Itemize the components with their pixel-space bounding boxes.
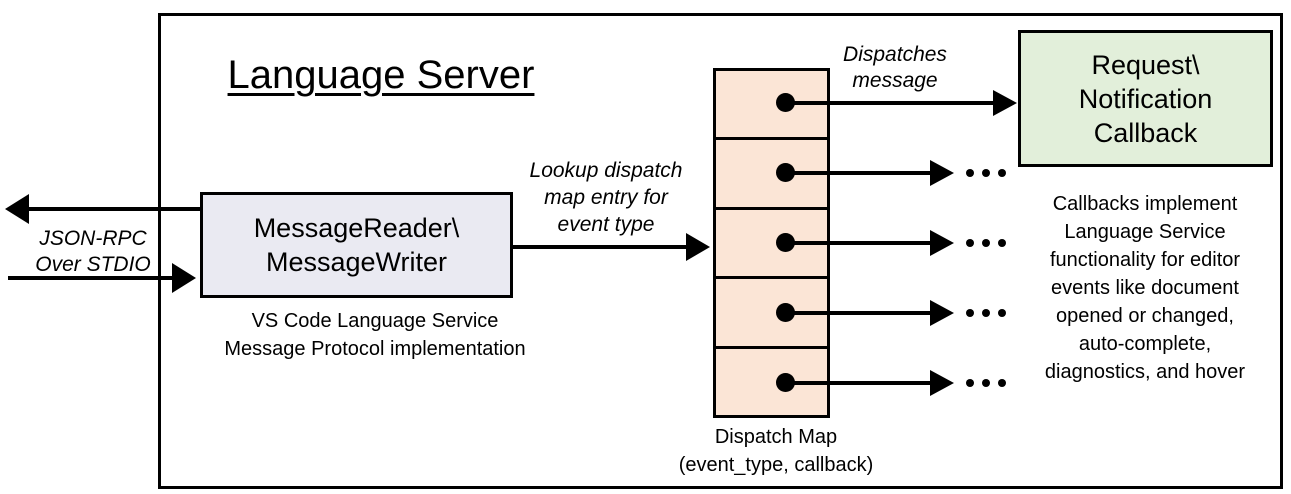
dispatch-arrowhead-icon bbox=[993, 90, 1017, 116]
callbacks-note-line5: opened or changed, bbox=[1056, 305, 1234, 327]
ellipsis-icon bbox=[966, 239, 1006, 247]
dispatches-label-line1: Dispatches bbox=[843, 43, 947, 66]
dispatch-cell bbox=[716, 206, 827, 276]
stdio-in-arrow-shaft bbox=[8, 276, 174, 280]
dispatch-arrow-shaft bbox=[785, 311, 932, 315]
dispatch-entry-arrow-1 bbox=[776, 88, 1031, 118]
lookup-arrow-shaft bbox=[513, 245, 688, 249]
dispatch-arrowhead-icon bbox=[930, 370, 954, 396]
diagram-title: Language Server bbox=[227, 53, 535, 97]
callbacks-note-line6: auto-complete, bbox=[1078, 333, 1212, 355]
message-box-caption: VS Code Language Service Message Protoco… bbox=[175, 307, 575, 363]
dispatch-cell bbox=[716, 345, 827, 415]
callbacks-note-line7: diagnostics, and hover bbox=[1044, 361, 1246, 383]
stdio-out-arrow-shaft bbox=[28, 207, 200, 211]
message-box-caption-line1: VS Code Language Service bbox=[251, 310, 499, 332]
dispatch-entry-arrow-2 bbox=[776, 158, 1031, 188]
dispatch-arrow-shaft bbox=[785, 381, 932, 385]
request-notification-callback-box: Request\ Notification Callback bbox=[1018, 30, 1273, 167]
dispatch-arrowhead-icon bbox=[930, 230, 954, 256]
jsonrpc-label-line1: JSON-RPC bbox=[39, 227, 147, 250]
dispatch-arrowhead-icon bbox=[930, 300, 954, 326]
dispatch-arrow-shaft bbox=[785, 101, 995, 105]
lookup-arrowhead-icon bbox=[686, 233, 710, 261]
dispatch-entry-arrow-3 bbox=[776, 228, 1031, 258]
stdio-out-arrowhead-icon bbox=[5, 194, 29, 224]
callbacks-note-line4: events like document bbox=[1051, 277, 1239, 299]
callback-box-label-line3: Callback bbox=[1093, 117, 1198, 148]
callbacks-note-line1: Callbacks implement bbox=[1052, 193, 1238, 215]
dispatch-arrowhead-icon bbox=[930, 160, 954, 186]
ellipsis-icon bbox=[966, 309, 1006, 317]
lookup-label-line1: Lookup dispatch bbox=[529, 159, 683, 182]
jsonrpc-stdio-label: JSON-RPC Over STDIO bbox=[13, 226, 173, 278]
dispatches-message-label: Dispatches message bbox=[800, 42, 990, 94]
dispatch-cell bbox=[716, 137, 827, 206]
dispatch-map-caption-line2: (event_type, callback) bbox=[678, 454, 874, 476]
lookup-label-line3: event type bbox=[557, 213, 655, 236]
callback-box-label-line2: Notification bbox=[1078, 83, 1213, 114]
dispatch-map-caption-line1: Dispatch Map bbox=[714, 426, 838, 448]
dispatch-arrow-shaft bbox=[785, 241, 932, 245]
dispatches-label-line2: message bbox=[852, 69, 938, 92]
ellipsis-icon bbox=[966, 169, 1006, 177]
jsonrpc-label-line2: Over STDIO bbox=[35, 253, 151, 276]
dispatch-map-caption: Dispatch Map (event_type, callback) bbox=[655, 423, 897, 479]
dispatch-entry-arrow-5 bbox=[776, 368, 1031, 398]
dispatch-cell bbox=[716, 276, 827, 345]
dispatch-entry-arrow-4 bbox=[776, 298, 1031, 328]
ellipsis-icon bbox=[966, 379, 1006, 387]
message-box-label-line2: MessageWriter bbox=[265, 247, 448, 277]
callback-box-label-line1: Request\ bbox=[1091, 49, 1200, 80]
lookup-label: Lookup dispatch map entry for event type bbox=[496, 157, 716, 238]
language-server-box bbox=[158, 13, 1283, 489]
message-box-caption-line2: Message Protocol implementation bbox=[224, 338, 526, 360]
stdio-in-arrowhead-icon bbox=[172, 263, 196, 293]
dispatch-arrow-shaft bbox=[785, 171, 932, 175]
message-box-label-line1: MessageReader\ bbox=[253, 213, 460, 243]
callbacks-note: Callbacks implement Language Service fun… bbox=[1008, 190, 1282, 386]
lookup-label-line2: map entry for bbox=[544, 186, 668, 209]
callbacks-note-line2: Language Service bbox=[1064, 221, 1226, 243]
message-reader-writer-box: MessageReader\ MessageWriter bbox=[200, 192, 513, 298]
callbacks-note-line3: functionality for editor bbox=[1049, 249, 1241, 271]
